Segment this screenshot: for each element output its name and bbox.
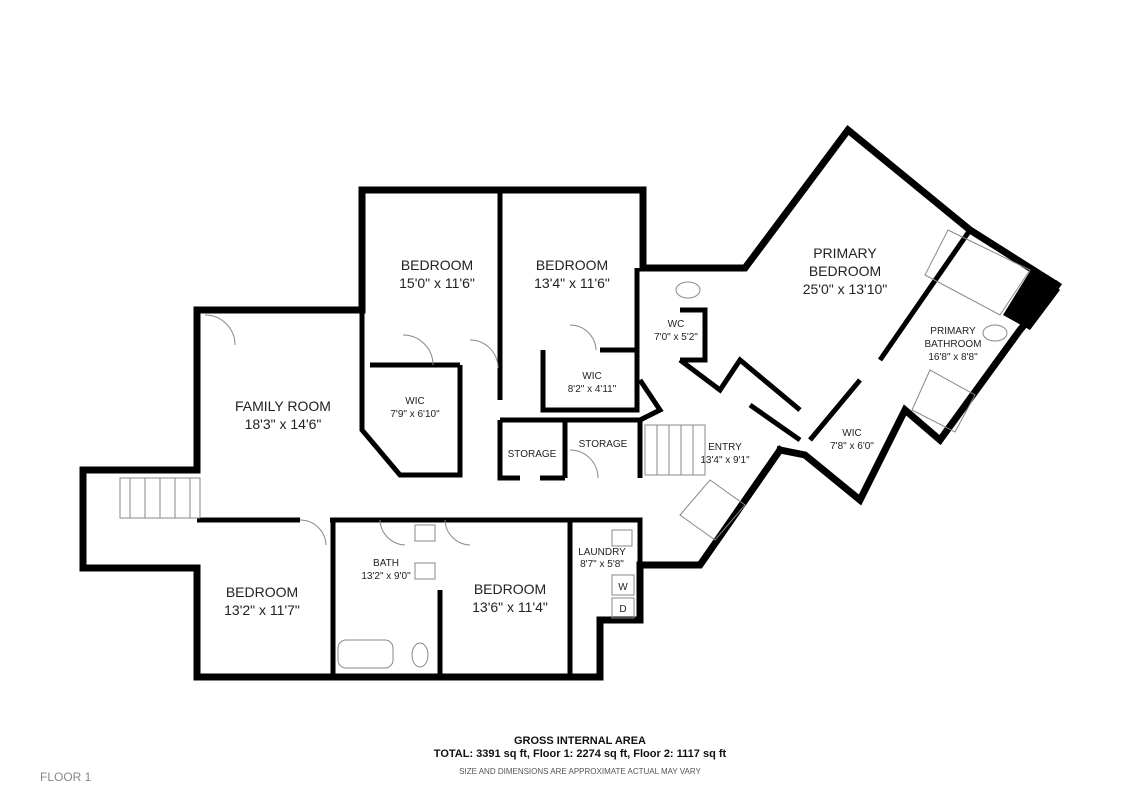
bedroom-1-name: BEDROOM xyxy=(401,257,473,273)
wic-1-name: WIC xyxy=(405,396,424,407)
bedroom-4-name: BEDROOM xyxy=(474,581,546,597)
wic-3-dims: 7'8" x 6'0" xyxy=(830,441,874,452)
bathtub xyxy=(911,369,976,433)
washer xyxy=(611,574,635,596)
wic-3-name: WIC xyxy=(842,428,861,439)
entry-dims: 13'4" x 9'1" xyxy=(700,455,750,466)
bedroom-4-dims: 13'6" x 11'4" xyxy=(472,599,548,615)
wic-1-dims: 7'9" x 6'10" xyxy=(390,409,440,420)
room-labels: FAMILY ROOM 18'3" x 14'6" BEDROOM 15'0" … xyxy=(224,245,981,618)
dryer xyxy=(611,597,635,619)
toilet xyxy=(411,642,429,668)
area-heading: GROSS INTERNAL AREA xyxy=(513,735,646,747)
shower xyxy=(924,229,1031,316)
washer-label: W xyxy=(618,582,628,593)
interior-walls xyxy=(197,190,973,677)
bedroom-3-dims: 13'2" x 11'7" xyxy=(224,602,300,618)
wic-2-name: WIC xyxy=(582,371,601,382)
bath-name: BATH xyxy=(373,558,399,569)
primary-bathroom-name-1: PRIMARY xyxy=(930,326,976,337)
stairs xyxy=(119,424,746,541)
toilet xyxy=(675,281,701,299)
toilet xyxy=(982,324,1008,342)
family-room-dims: 18'3" x 14'6" xyxy=(245,416,322,432)
wc-dims: 7'0" x 5'2" xyxy=(654,332,698,343)
doors xyxy=(204,314,599,546)
bedroom-3-name: BEDROOM xyxy=(226,584,298,600)
storage-1-name: STORAGE xyxy=(508,449,557,460)
laundry-name: LAUNDRY xyxy=(578,547,626,558)
dryer-label: D xyxy=(619,604,626,615)
primary-bedroom-dims: 25'0" x 13'10" xyxy=(803,281,888,297)
fixtures xyxy=(337,229,1031,669)
bedroom-2-dims: 13'4" x 11'6" xyxy=(534,275,610,291)
primary-bedroom-name-2: BEDROOM xyxy=(809,263,881,279)
disclaimer: SIZE AND DIMENSIONS ARE APPROXIMATE ACTU… xyxy=(459,767,701,776)
bedroom-1-dims: 15'0" x 11'6" xyxy=(399,275,475,291)
laundry-dims: 8'7" x 5'8" xyxy=(580,559,624,570)
bedroom-2-name: BEDROOM xyxy=(536,257,608,273)
wc-name: WC xyxy=(668,319,685,330)
entry-name: ENTRY xyxy=(708,442,742,453)
primary-bathroom-name-2: BATHROOM xyxy=(924,339,981,350)
floor-label: FLOOR 1 xyxy=(40,770,92,784)
primary-bathroom-dims: 16'8" x 8'8" xyxy=(928,352,978,363)
bathtub xyxy=(337,639,394,669)
area-totals: TOTAL: 3391 sq ft, Floor 1: 2274 sq ft, … xyxy=(433,748,727,760)
family-room-name: FAMILY ROOM xyxy=(235,398,331,414)
chimney-block xyxy=(1003,268,1060,330)
primary-bedroom-name-1: PRIMARY xyxy=(813,245,877,261)
bath-dims: 13'2" x 9'0" xyxy=(361,571,411,582)
storage-2-name: STORAGE xyxy=(579,439,628,450)
wic-2-dims: 8'2" x 4'11" xyxy=(568,384,617,395)
